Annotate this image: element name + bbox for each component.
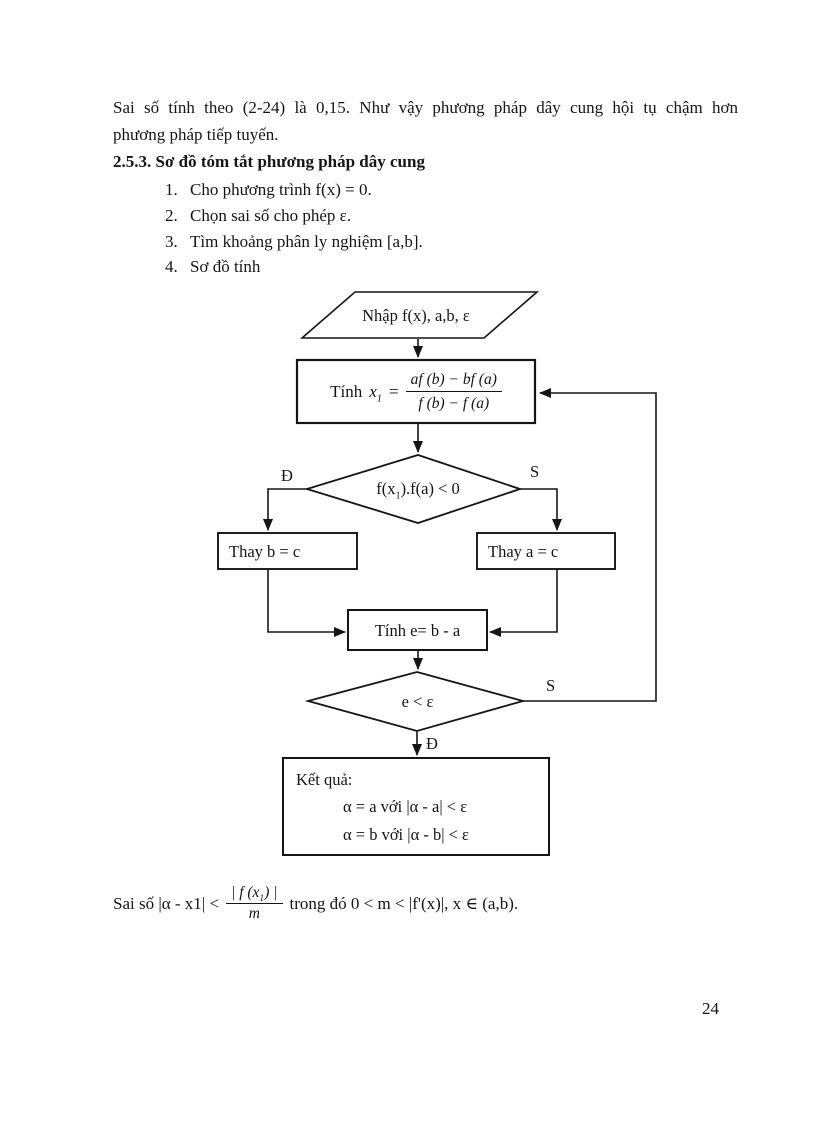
start-label: Nhập f(x), a,b, ε [362,306,470,325]
list-item: 2. Chọn sai số cho phép ε. [113,203,738,229]
decision2-label: e < ε [401,692,434,711]
result-box [282,757,550,856]
error-note-post: trong đó 0 < m < |f'(x)|, x ∈ (a,b). [289,893,519,913]
decision1-no-label: S [530,462,540,481]
replace-b-box [217,532,358,570]
fraction-denominator: f (b) − f (a) [418,395,490,412]
decision2-yes-label: Đ [426,734,438,753]
compute-x1-label: Tính x1 = af (b) − bf (a) f (b) − f (a) [299,361,533,422]
list-item-number: 4. [165,257,178,277]
result-title: Kết quả: [296,770,353,789]
list-item-text: Sơ đồ tính [190,257,261,277]
page-number: 24 [702,999,719,1018]
error-note-pre: Sai số |α - x1| < [113,893,220,913]
arrow-decision1-no-branch [520,488,562,531]
arrow-replace-a-to-compute-e [489,569,558,637]
list-item-text: Chọn sai số cho phép ε. [190,205,352,225]
list-item-number: 2. [165,205,178,225]
result-label: Kết quả: α = a với |α - a| < ε α = b với… [283,758,549,855]
list-item-number: 3. [165,231,178,251]
compute-variable: x1 [369,382,383,405]
compute-prefix: Tính [330,382,363,401]
result-line1: α = a với |α - a| < ε [343,797,468,816]
list-item: 1. Cho phương trình f(x) = 0. [113,177,738,203]
compute-e-label: Tính e= b - a [374,620,461,640]
list-item-text: Cho phương trình f(x) = 0. [190,180,372,199]
result-line2: α = b với |α - b| < ε [343,824,469,844]
text-block: Sai số tính theo (2-24) là 0,15. Như vậy… [113,94,738,280]
arrow-loop-back-to-compute [523,388,657,702]
intro-paragraph-line1: Sai số tính theo (2-24) là 0,15. Như vậy… [113,98,738,117]
replace-b-label: Thay b = c [229,542,301,561]
list-item: 3. Tìm khoảng phân ly nghiệm [a,b]. [113,229,738,255]
decision1-yes-label: Đ [281,466,293,485]
compute-fraction: af (b) − bf (a) f (b) − f (a) [405,369,502,414]
decision1-diamond [303,454,523,524]
arrow-replace-b-to-compute-e [267,569,346,637]
intro-paragraph-line2: phương pháp tiếp tuyến. [113,125,279,144]
section-heading: 2.5.3. Sơ đồ tóm tắt phương pháp dây cun… [113,152,425,171]
start-parallelogram [299,291,540,339]
replace-a-label: Thay a = c [488,542,559,561]
replace-a-box [476,532,616,570]
decision1-label: f(x1).f(a) < 0 [376,479,460,502]
list-item-text: Tìm khoảng phân ly nghiệm [a,b]. [190,231,423,251]
list-item-number: 1. [165,180,178,199]
error-fraction-numerator: | f (x1) | [226,884,283,904]
fraction-numerator: af (b) − bf (a) [405,369,502,392]
steps-list: 1. Cho phương trình f(x) = 0. 2. Chọn sai … [113,177,738,280]
error-bound-note: Sai số |α - x1| < | f (x1) | m trong đó … [113,884,518,923]
arrow-decision1-yes-branch [263,488,307,531]
decision2-no-label: S [546,676,556,695]
error-fraction-denominator: m [248,905,260,922]
compute-equals: = [389,382,399,401]
compute-e-box [347,609,488,651]
list-item: 4. Sơ đồ tính [113,254,738,280]
error-note-fraction: | f (x1) | m [226,884,283,923]
